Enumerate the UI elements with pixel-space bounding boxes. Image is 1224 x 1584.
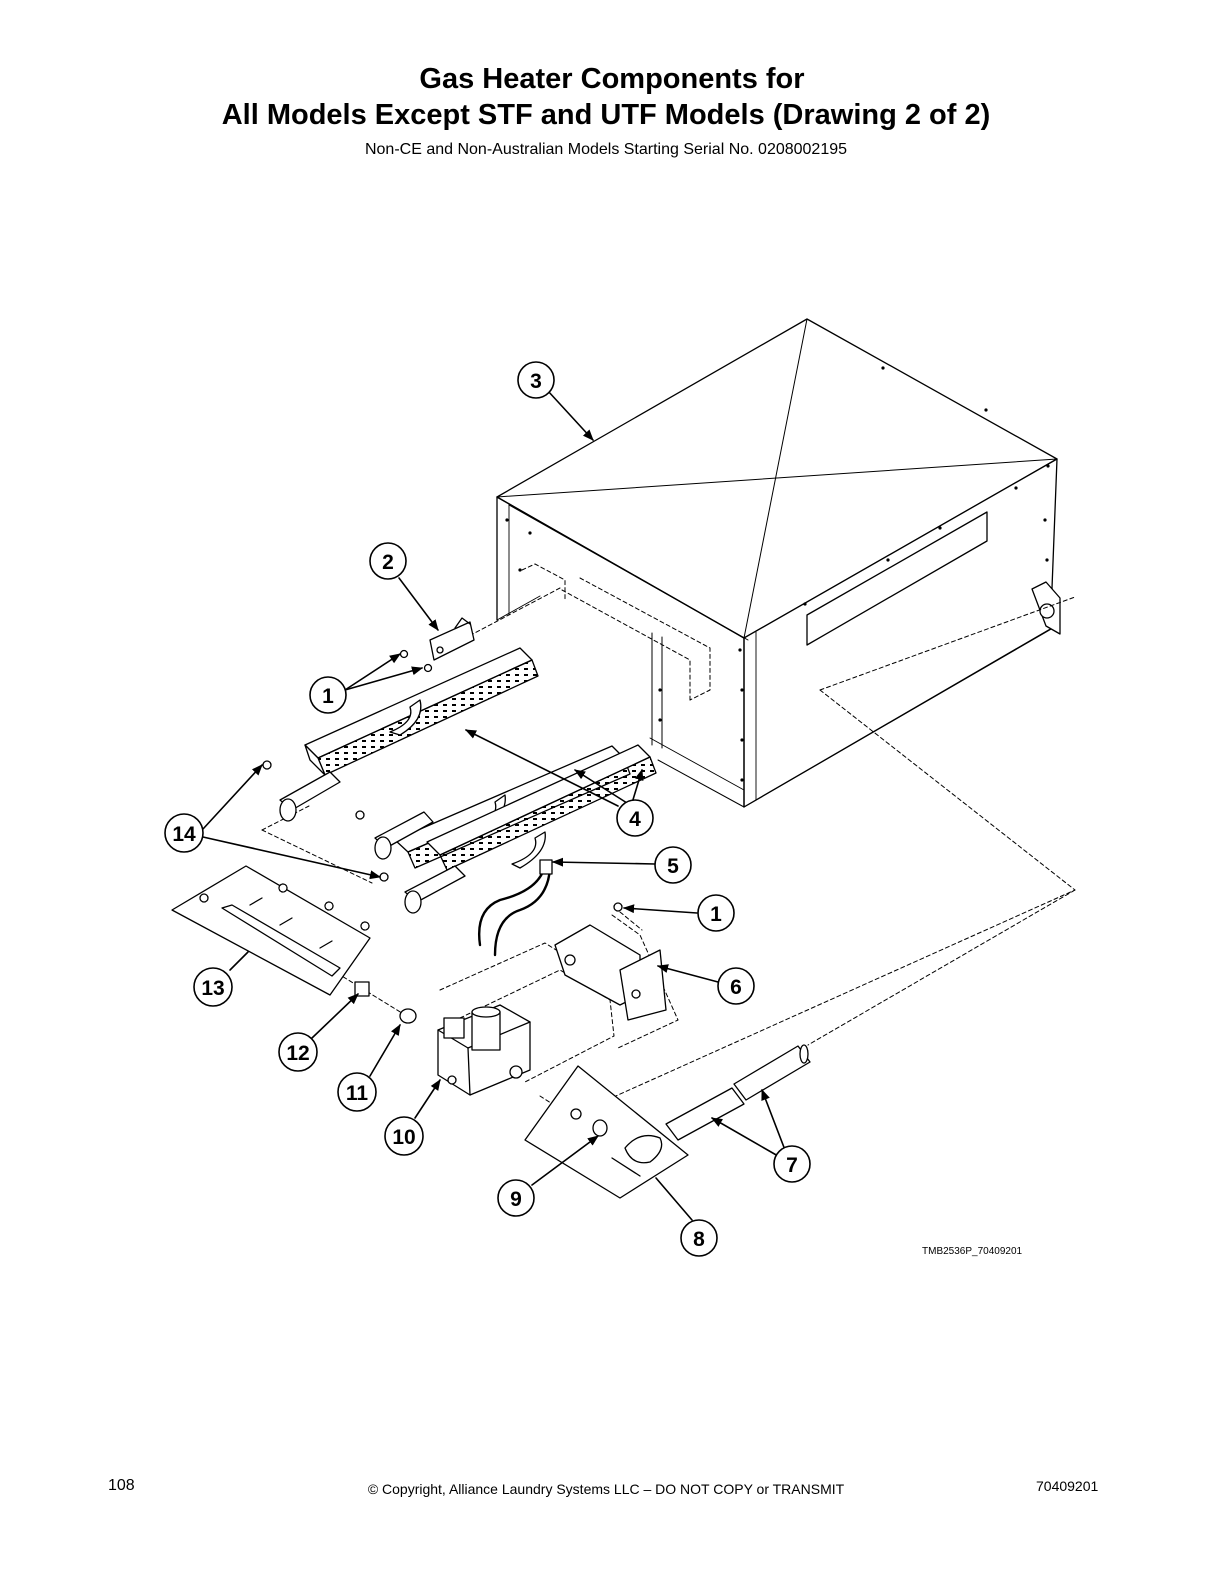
burner-top bbox=[279, 647, 539, 822]
callout-6: 6 bbox=[717, 967, 755, 1005]
callout-3: 3 bbox=[517, 361, 555, 399]
copyright-notice: © Copyright, Alliance Laundry Systems LL… bbox=[367, 1481, 845, 1497]
leader-lines bbox=[202, 390, 786, 1221]
callout-2: 2 bbox=[369, 542, 407, 580]
callout-11: 11 bbox=[337, 1072, 377, 1112]
callout-8: 8 bbox=[680, 1219, 718, 1257]
callout-12: 12 bbox=[278, 1032, 318, 1072]
svg-text:2: 2 bbox=[382, 551, 394, 574]
mount-bracket bbox=[554, 924, 667, 1021]
burner-bottom bbox=[404, 744, 657, 914]
gas-valve bbox=[437, 1004, 531, 1096]
wire-harness bbox=[478, 859, 553, 957]
document-number: 70409201 bbox=[1036, 1478, 1099, 1494]
ignitor-bracket bbox=[399, 617, 475, 673]
heater-housing bbox=[496, 318, 1061, 808]
svg-text:1: 1 bbox=[322, 685, 334, 708]
page-subtitle: Non-CE and Non-Australian Models Startin… bbox=[364, 141, 848, 158]
callout-9: 9 bbox=[497, 1179, 535, 1217]
callout-4: 4 bbox=[616, 799, 654, 837]
gas-pipes bbox=[665, 1044, 811, 1141]
svg-text:8: 8 bbox=[693, 1228, 705, 1251]
svg-text:3: 3 bbox=[530, 370, 542, 393]
regulator-kit bbox=[524, 1065, 689, 1199]
svg-text:9: 9 bbox=[510, 1188, 522, 1211]
callout-7: 7 bbox=[773, 1145, 811, 1183]
drawing-reference-code: TMB2536P_70409201 bbox=[922, 1246, 1023, 1257]
page-title-line-1: Gas Heater Components for bbox=[419, 63, 805, 95]
manifold-assembly bbox=[171, 865, 371, 996]
page-title-line-2: All Models Except STF and UTF Models (Dr… bbox=[221, 99, 991, 131]
orifice-fittings bbox=[354, 981, 417, 1024]
svg-text:1: 1 bbox=[710, 903, 722, 926]
callout-13: 13 bbox=[193, 967, 233, 1007]
callout-1-top: 1 bbox=[309, 676, 347, 714]
page-number: 108 bbox=[108, 1477, 135, 1494]
svg-text:12: 12 bbox=[286, 1042, 309, 1065]
svg-text:11: 11 bbox=[346, 1082, 369, 1105]
callout-bubbles: 3 2 1 4 14 5 1 6 13 12 11 10 9 8 7 bbox=[164, 361, 811, 1257]
callout-10: 10 bbox=[384, 1116, 424, 1156]
svg-text:13: 13 bbox=[201, 977, 224, 1000]
svg-text:6: 6 bbox=[730, 976, 742, 999]
callout-5: 5 bbox=[654, 846, 692, 884]
svg-text:5: 5 bbox=[667, 855, 679, 878]
svg-text:7: 7 bbox=[786, 1154, 798, 1177]
svg-text:4: 4 bbox=[629, 808, 641, 831]
svg-text:10: 10 bbox=[392, 1126, 415, 1149]
burner-tubes bbox=[279, 647, 657, 914]
screws bbox=[262, 760, 623, 912]
callout-14: 14 bbox=[164, 813, 204, 853]
housing-screws bbox=[505, 366, 1050, 782]
svg-text:14: 14 bbox=[172, 823, 196, 846]
callout-1-right: 1 bbox=[697, 894, 735, 932]
